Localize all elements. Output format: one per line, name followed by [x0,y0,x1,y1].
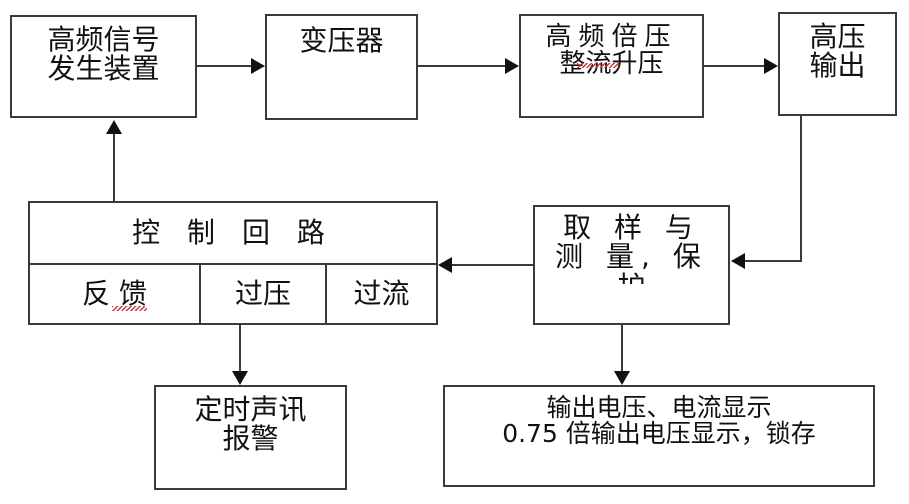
control-loop-cell-overvoltage-label: 过压 [234,277,291,311]
block-output-display-line1: 输出电压、电流显示 [546,393,772,422]
connector-sampling-to-control-line [452,264,533,266]
connector-multiplier-to-hv-output-arrow [764,58,778,74]
connector-control-to-alarm-arrow [232,371,248,385]
connector-multiplier-to-hv-output-line [704,65,764,67]
control-loop-cell-feedback[interactable]: 反 馈 [30,265,199,323]
connector-hv-output-to-sampling-vertical [800,116,802,262]
connector-control-to-generator-line [113,134,115,201]
block-sampling-line3: 护 [617,272,645,284]
control-loop-header-label: 控 制 回 路 [132,216,334,250]
connector-control-to-generator-arrow [106,120,122,134]
block-sampling-line2: 测 量, 保 [555,240,708,274]
connector-hv-output-to-sampling-arrow [731,253,745,269]
block-output-display[interactable]: 输出电压、电流显示 0.75 倍输出电压显示，锁存 [443,385,875,487]
block-timed-voice-alarm-line1: 定时声讯 [194,393,307,426]
block-transformer-line1: 变压器 [299,24,384,57]
control-loop-cell-overcurrent-label: 过流 [353,277,410,311]
connector-sampling-to-display-arrow [614,371,630,385]
block-hf-signal-generator[interactable]: 高频信号 发生装置 [10,15,197,118]
spellcheck-squiggle-fankui [112,306,147,311]
block-hf-signal-generator-line1: 高频信号 [47,23,160,56]
block-sampling-line1: 取 样 与 [563,211,700,244]
block-transformer[interactable]: 变压器 [265,14,418,120]
connector-generator-to-transformer-line [197,65,253,67]
block-hf-multiplier-rectifier[interactable]: 高频倍压 整流升压 [519,14,704,118]
connector-transformer-to-multiplier-arrow [505,58,519,74]
connector-sampling-to-display-line [621,325,623,371]
block-hf-signal-generator-line2: 发生装置 [47,52,160,86]
block-sampling-measurement-protection[interactable]: 取 样 与 测 量, 保 护 [533,205,730,325]
block-control-loop[interactable]: 控 制 回 路 反 馈 过压 过流 [28,201,438,325]
block-hf-multiplier-line1: 高频倍压 [545,22,678,52]
spellcheck-squiggle-beiya [577,63,619,68]
block-hv-output[interactable]: 高压 输出 [778,12,897,116]
connector-hv-output-to-sampling-horizontal [745,260,802,262]
control-loop-header-row: 控 制 回 路 [30,203,436,265]
connector-control-to-alarm-line [239,325,241,371]
control-loop-cell-row: 反 馈 过压 过流 [30,265,436,323]
block-timed-voice-alarm-line2: 报警 [222,422,279,456]
connector-sampling-to-control-arrow [438,257,452,273]
control-loop-cell-overvoltage[interactable]: 过压 [199,265,325,323]
control-loop-cell-feedback-label: 反 馈 [82,277,147,311]
control-loop-cell-overcurrent[interactable]: 过流 [325,265,436,323]
block-hv-output-line1: 高压 [809,20,866,53]
connector-transformer-to-multiplier-line [418,65,505,67]
connector-generator-to-transformer-arrow [251,58,265,74]
block-hv-output-line2: 输出 [809,49,866,83]
block-timed-voice-alarm[interactable]: 定时声讯 报警 [154,385,347,490]
block-output-display-line2: 0.75 倍输出电压显示，锁存 [502,419,816,449]
